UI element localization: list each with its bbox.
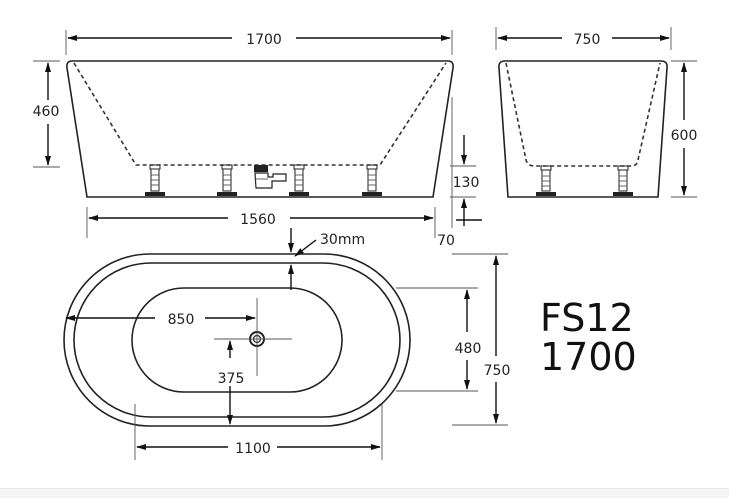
side-view-outline <box>66 60 454 198</box>
waste-trap-icon <box>254 165 287 189</box>
plan-view: 30mm 850 375 1100 480 750 <box>63 228 511 460</box>
leg-icon <box>289 164 309 196</box>
rim-thickness-label: 30mm <box>320 232 365 248</box>
leg-icon <box>145 164 165 196</box>
leg-icon <box>362 164 382 196</box>
plan-inner-rim <box>73 262 401 418</box>
waste-from-end-label: 850 <box>168 312 195 328</box>
side-view-interior <box>73 62 447 166</box>
end-view-interior <box>505 62 661 167</box>
leg-icon <box>536 165 556 196</box>
plan-outer-rim <box>63 253 411 427</box>
inner-flat-length-label: 1100 <box>235 441 271 457</box>
base-length-label: 1560 <box>240 212 276 228</box>
leg-icon <box>217 164 237 196</box>
end-view: 750 600 <box>495 27 698 198</box>
end-view-outline <box>498 60 668 198</box>
overall-length-label: 1700 <box>246 32 282 48</box>
base-offset-label: 70 <box>437 233 455 249</box>
end-height-label: 600 <box>671 128 698 144</box>
adjustable-legs <box>145 164 382 196</box>
leg-height-label: 130 <box>453 175 480 191</box>
waste-from-side-label: 375 <box>218 371 245 387</box>
inner-width-label: 480 <box>455 341 482 357</box>
side-height-label: 460 <box>33 104 60 120</box>
bottom-strip <box>0 488 729 498</box>
overall-width-label: 750 <box>484 363 511 379</box>
plan-basin <box>131 287 343 393</box>
model-code: FS12 <box>540 296 634 340</box>
end-width-label: 750 <box>574 32 601 48</box>
model-label: FS12 1700 <box>540 296 637 379</box>
side-view: 1700 460 1560 130 70 <box>33 30 482 249</box>
model-size: 1700 <box>540 335 637 379</box>
leg-icon <box>613 165 633 196</box>
